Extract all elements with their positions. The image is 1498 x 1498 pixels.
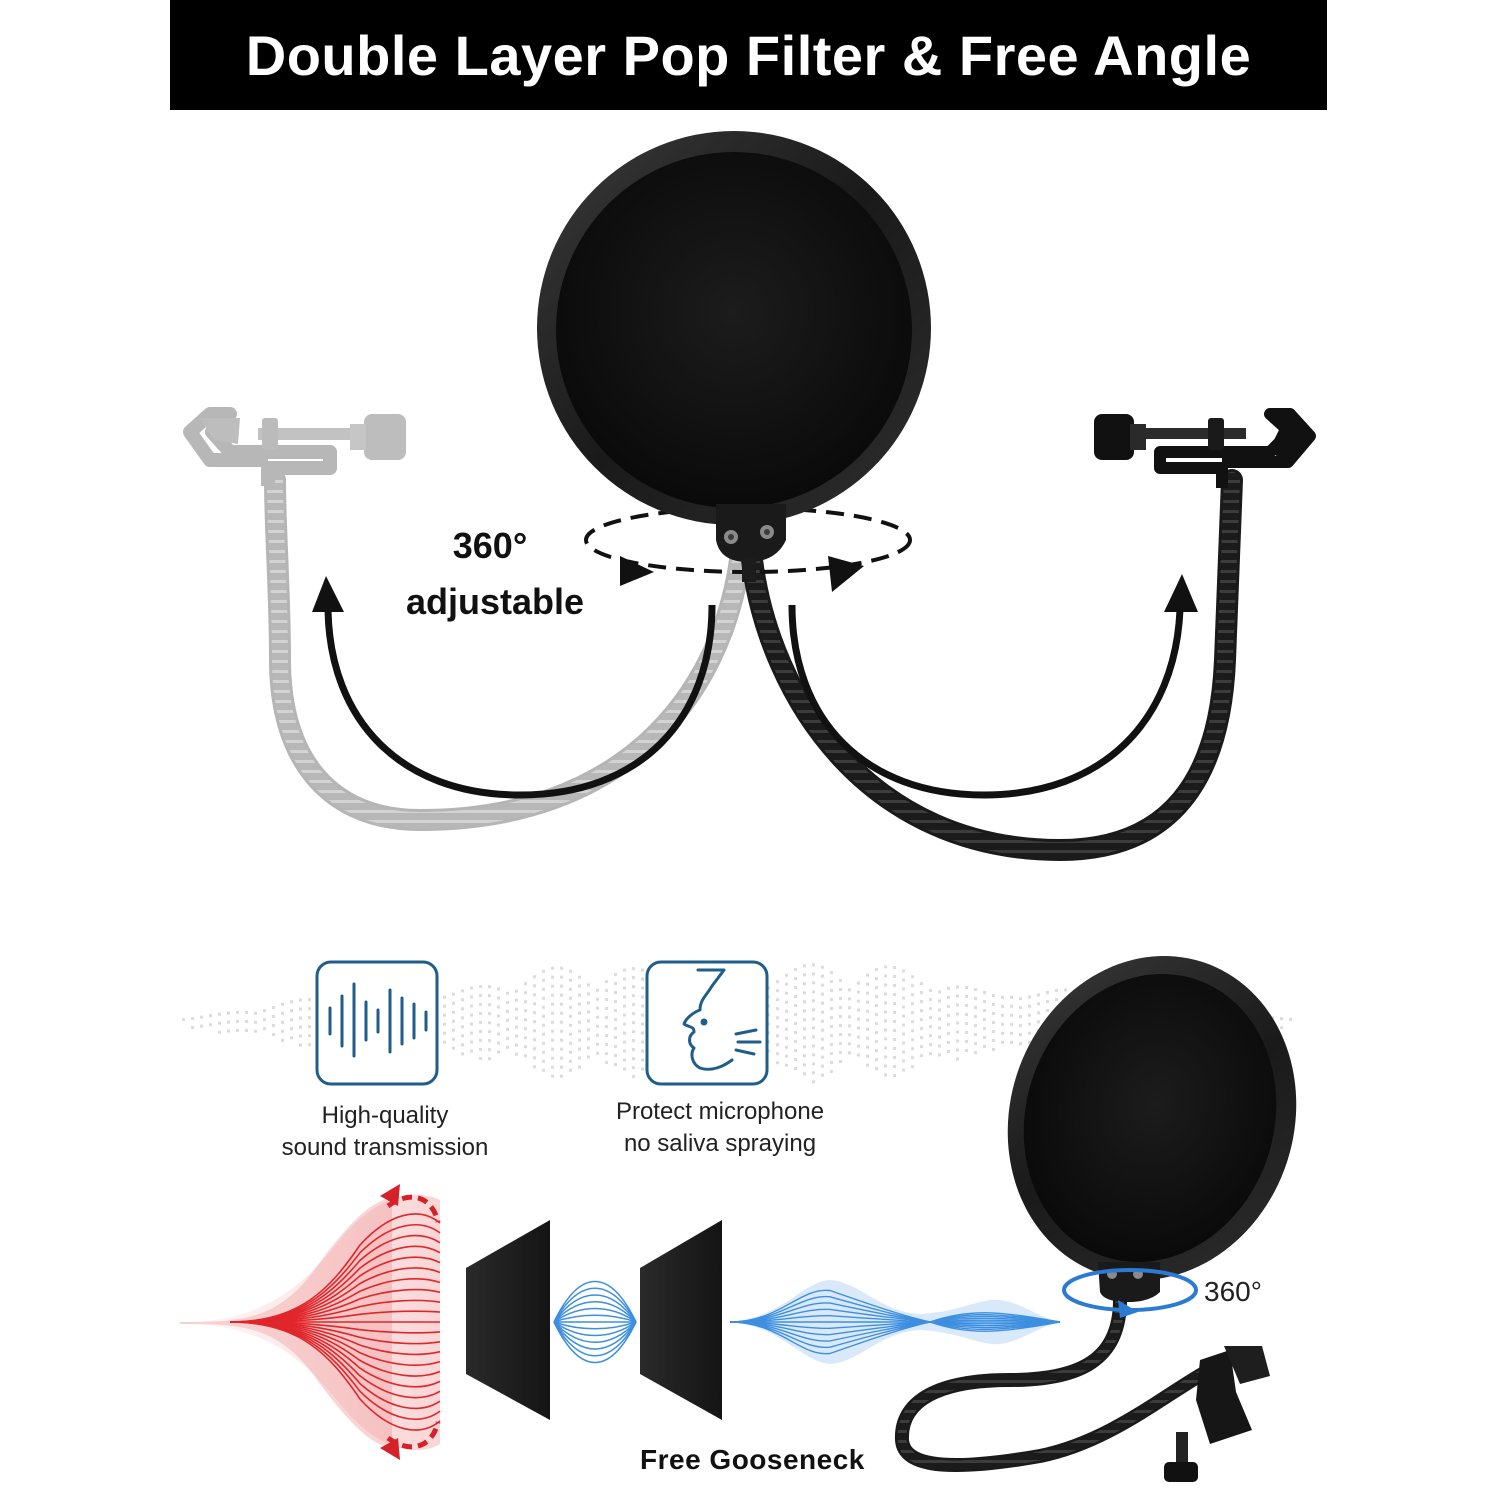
rotation-label: 360° adjustable (380, 518, 610, 630)
feature-caption-sound-line1: High-quality (321, 1102, 449, 1129)
feature-caption-sound-line2: sound transmission (281, 1134, 489, 1161)
filter-layer-1 (466, 1220, 550, 1420)
rotation-arrow-left (324, 604, 716, 799)
feature-caption-protect-line2: no saliva spraying (623, 1130, 817, 1157)
filter-layer-2 (640, 1220, 722, 1420)
gooseneck-right (741, 408, 1316, 862)
sound-wave-icon (315, 960, 439, 1086)
blue-sound-wave-middle (553, 1280, 637, 1364)
ellipse-arrow-right (828, 556, 864, 592)
pop-filter-main (537, 131, 931, 582)
rotation-arrow-right (788, 604, 1184, 799)
face-breath-icon (645, 960, 769, 1086)
feature-caption-protect-line1: Protect microphone (615, 1098, 825, 1125)
arrowhead-right (1164, 574, 1198, 612)
ellipse-arrow-left (620, 556, 654, 586)
blue-sound-wave-out (722, 1280, 1061, 1364)
banner-title: Double Layer Pop Filter & Free Angle (245, 23, 1252, 87)
feature-caption-sound: High-quality sound transmission (250, 1100, 520, 1164)
title-banner: Double Layer Pop Filter & Free Angle (170, 0, 1327, 110)
arrowhead-left (312, 576, 344, 612)
gooseneck-label: Free Gooseneck (640, 1444, 865, 1475)
rotation-label-text: adjustable (405, 581, 585, 622)
feature-caption-protect: Protect microphone no saliva spraying (590, 1096, 850, 1160)
gooseneck-ghost-left (183, 407, 751, 832)
rotation-label-degrees: 360° (452, 525, 528, 566)
pop-filter-side (894, 955, 1297, 1482)
red-sound-wave (180, 1184, 441, 1460)
side-rotation-label: 360° (1204, 1276, 1262, 1307)
